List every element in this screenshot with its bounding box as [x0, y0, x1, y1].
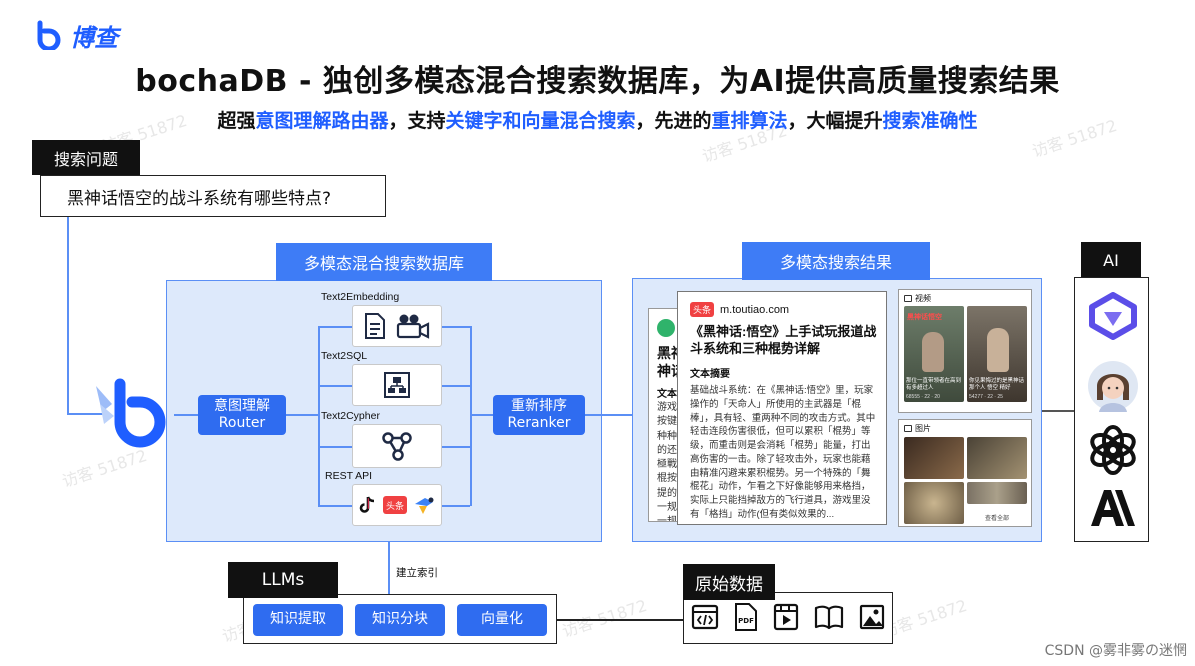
- code-file-icon: [692, 604, 719, 630]
- route-label: Text2Cypher: [321, 410, 380, 422]
- source-url[interactable]: m.toutiao.com: [720, 303, 790, 316]
- page-title: bochaDB - 独创多模态混合搜索数据库，为AI提供高质量搜索结果: [135, 64, 1060, 99]
- route-text2sql: [352, 364, 442, 406]
- document-icon: [365, 313, 385, 339]
- brand-name: 博查: [70, 23, 118, 52]
- ai-label: AI: [1081, 242, 1141, 278]
- index-label: 建立索引: [396, 567, 438, 579]
- bocha-b-icon: [96, 378, 166, 448]
- brand-logo: 博查: [34, 18, 134, 52]
- graph-icon: [382, 432, 412, 461]
- video-label: 视频: [915, 294, 931, 303]
- ai-models-column: [1074, 277, 1149, 542]
- article-title[interactable]: 《黑神话:悟空》上手试玩报道战斗系统和三种棍势详解: [690, 324, 877, 357]
- anthropic-icon: [1091, 490, 1135, 526]
- result-card-video[interactable]: 视频 黑神话悟空 那位一直带领者在高到 有多超过人 68555 · 22 · 2…: [898, 289, 1032, 413]
- svg-text:头条: 头条: [386, 500, 404, 512]
- image-thumb[interactable]: [967, 437, 1027, 479]
- raw-data-label: 原始数据: [683, 564, 775, 600]
- page-subtitle: 超强意图理解路由器，支持关键字和向量混合搜索，先进的重排算法，大幅提升搜索准确性: [217, 110, 978, 132]
- openai-icon: [1090, 425, 1136, 475]
- route-text2embedding: [352, 305, 442, 347]
- summary-label: 文本摘要: [690, 369, 730, 380]
- route-label: Text2SQL: [321, 350, 368, 362]
- knowledge-chunk-button[interactable]: 知识分块: [355, 604, 445, 636]
- tiktok-icon: [359, 496, 375, 513]
- video-thumb-2[interactable]: 你见果悔过的是黑神话 那个人 悟空 精好 54277 · 22 · 25: [967, 306, 1027, 402]
- view-all-link[interactable]: 查看全部: [985, 516, 1010, 522]
- vectorize-button[interactable]: 向量化: [457, 604, 547, 636]
- table-schema-icon: [384, 372, 410, 398]
- image-thumb[interactable]: [904, 482, 964, 524]
- book-icon: [814, 605, 843, 630]
- result-card-images[interactable]: 图片 查看全部: [898, 419, 1032, 527]
- toutiao-badge: 头条: [690, 302, 715, 317]
- bird-app-icon: [415, 497, 434, 514]
- qwen-icon: [1089, 292, 1137, 340]
- avatar-assistant-icon: [1088, 361, 1138, 412]
- article-body: 基础战斗系统：在《黑神话:悟空》里，玩家操作的「天命人」所使用的主武器是「棍棒」…: [690, 385, 876, 520]
- image-thumb[interactable]: [967, 482, 1027, 504]
- raw-data-box: PDF: [683, 592, 893, 644]
- image-thumb[interactable]: [904, 437, 964, 479]
- route-text2cypher: [352, 424, 442, 468]
- db-label: 多模态混合搜索数据库: [276, 243, 492, 281]
- route-label: REST API: [325, 470, 373, 482]
- route-rest-api: 头条: [352, 484, 442, 526]
- watermark: 访客 51872: [559, 595, 650, 642]
- svg-text:PDF: PDF: [738, 617, 754, 625]
- pdf-file-icon: PDF: [735, 603, 758, 631]
- results-label: 多模态搜索结果: [742, 242, 930, 280]
- video-camera-icon: [396, 314, 430, 339]
- route-label: Text2Embedding: [321, 291, 400, 303]
- csdn-credit: CSDN @雾非雾の迷惘: [1044, 643, 1187, 659]
- query-box: 黑神话悟空的战斗系统有哪些特点?: [40, 175, 386, 217]
- llms-label: LLMs: [228, 562, 338, 598]
- images-label: 图片: [915, 424, 931, 433]
- knowledge-extract-button[interactable]: 知识提取: [253, 604, 343, 636]
- bocha-logo-icon: [37, 20, 61, 50]
- toutiao-icon: 头条: [383, 496, 407, 514]
- video-file-icon: [773, 603, 799, 631]
- query-label: 搜索问题: [32, 140, 140, 175]
- watermark: 访客 51872: [59, 445, 150, 492]
- image-file-icon: [859, 604, 884, 630]
- result-card-article[interactable]: 头条 m.toutiao.com 《黑神话:悟空》上手试玩报道战斗系统和三种棍势…: [677, 291, 887, 525]
- video-thumb-1[interactable]: 黑神话悟空 那位一直带领者在高到 有多超过人 68555 · 22 · 20: [904, 306, 964, 402]
